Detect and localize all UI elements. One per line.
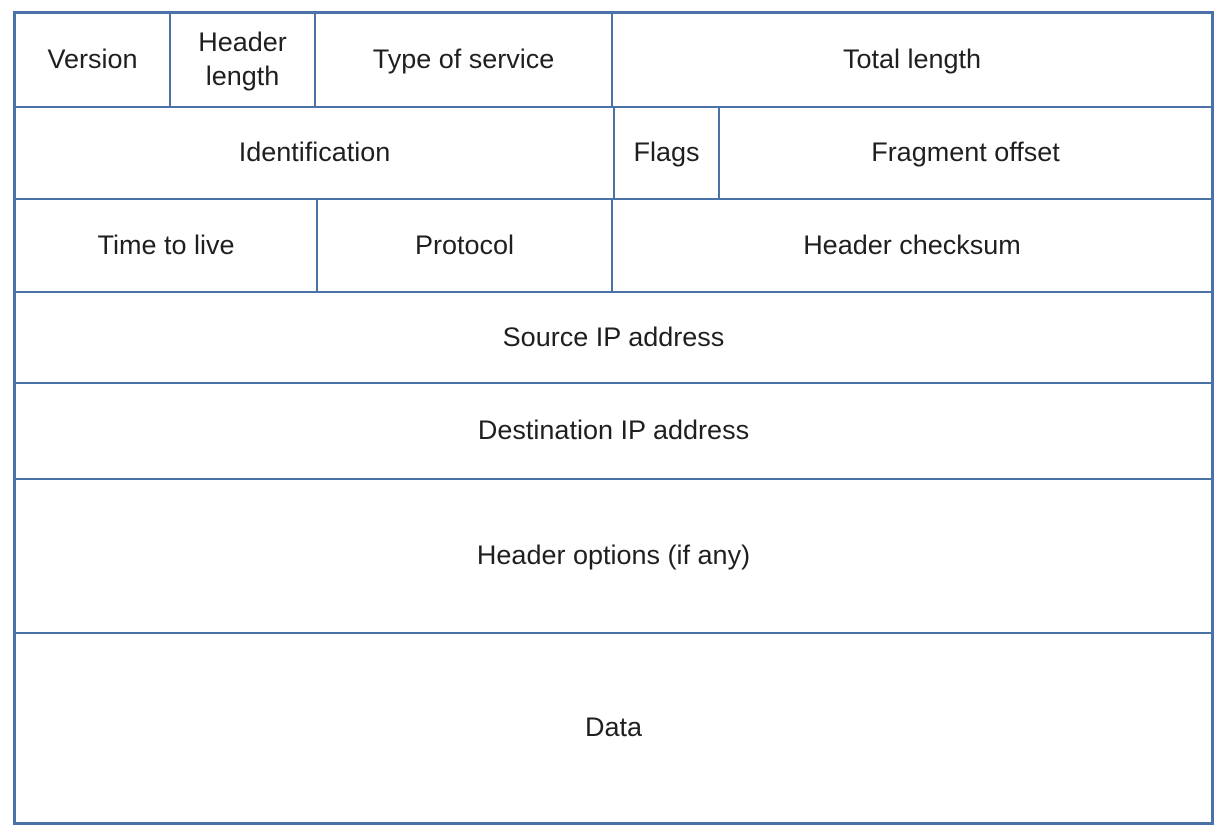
field-cell-flags: Flags <box>615 108 720 198</box>
field-cell-data: Data <box>584 712 643 743</box>
field-cell-header-length: Header length <box>171 14 316 106</box>
row-4: Source IP address <box>16 293 1211 384</box>
row-7: Data <box>16 634 1211 822</box>
row-6: Header options (if any) <box>16 480 1211 634</box>
row-5: Destination IP address <box>16 384 1211 480</box>
row-2: Identification Flags Fragment offset <box>16 108 1211 200</box>
field-cell-protocol: Protocol <box>318 200 613 291</box>
field-cell-time-to-live: Time to live <box>16 200 318 291</box>
field-cell-source-ip-address: Source IP address <box>502 321 725 352</box>
ipv4-header-diagram: Version Header length Type of service To… <box>13 11 1214 825</box>
field-cell-identification: Identification <box>16 108 615 198</box>
field-cell-fragment-offset: Fragment offset <box>871 137 1060 168</box>
field-cell-type-of-service: Type of service <box>316 14 613 106</box>
row-3: Time to live Protocol Header checksum <box>16 200 1211 293</box>
row-1: Version Header length Type of service To… <box>16 14 1211 108</box>
field-cell-total-length: Total length <box>842 44 982 75</box>
field-cell-destination-ip-address: Destination IP address <box>477 415 750 446</box>
field-cell-header-checksum: Header checksum <box>803 229 1021 260</box>
field-cell-version: Version <box>16 14 171 106</box>
field-cell-header-options: Header options (if any) <box>476 540 751 571</box>
